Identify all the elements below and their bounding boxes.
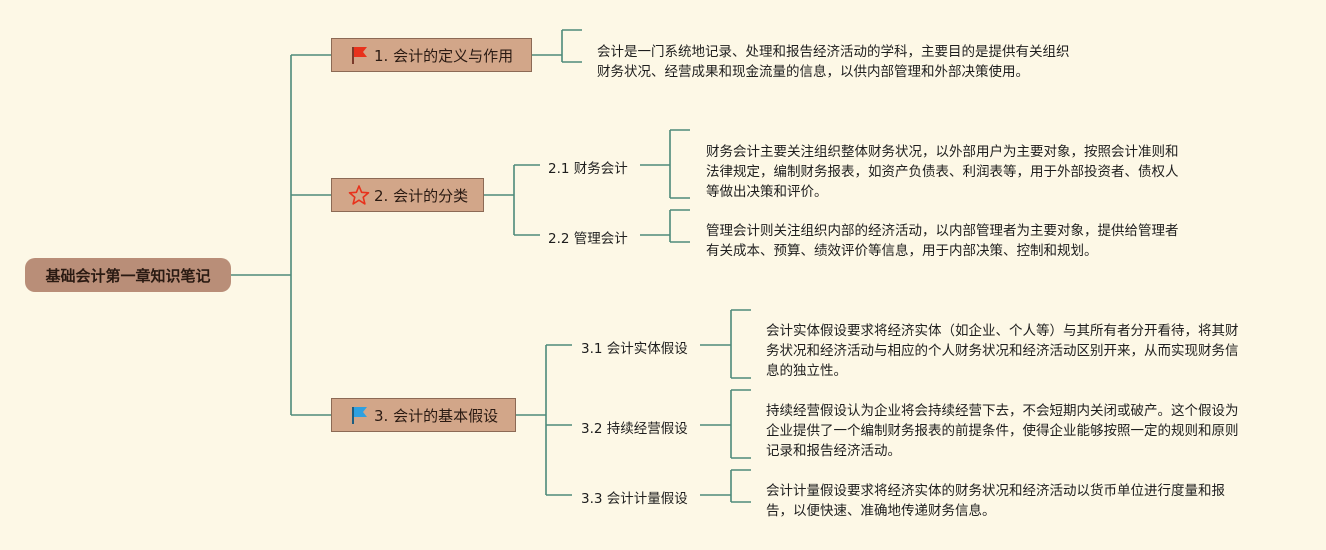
branch-definition[interactable]: 1. 会计的定义与作用 [331, 38, 532, 72]
root-topic[interactable]: 基础会计第一章知识笔记 [25, 258, 231, 292]
note-measurement-assumption: 会计计量假设要求将经济实体的财务状况和经济活动以货币单位进行度量和报 告，以便快… [766, 483, 1225, 519]
note-definition: 会计是一门系统地记录、处理和报告经济活动的学科，主要目的是提供有关组织 财务状况… [597, 44, 1070, 80]
sub-going-concern[interactable]: 3.2 持续经营假设 [581, 421, 688, 437]
root-title: 基础会计第一章知识笔记 [45, 266, 211, 285]
note-management-accounting: 管理会计则关注组织内部的经济活动，以内部管理者为主要对象，提供给管理者 有关成本… [706, 223, 1179, 259]
blue-flag-icon [348, 404, 370, 426]
branch-assumptions[interactable]: 3. 会计的基本假设 [331, 398, 516, 432]
branch-classification[interactable]: 2. 会计的分类 [331, 178, 484, 212]
sub-measurement-assumption[interactable]: 3.3 会计计量假设 [581, 491, 688, 507]
branch-label: 2. 会计的分类 [374, 186, 469, 205]
sub-management-accounting[interactable]: 2.2 管理会计 [548, 231, 628, 247]
note-entity-assumption: 会计实体假设要求将经济实体（如企业、个人等）与其所有者分开看待，将其财 务状况和… [766, 323, 1239, 379]
red-flag-icon [348, 44, 370, 66]
sub-financial-accounting[interactable]: 2.1 财务会计 [548, 161, 628, 177]
branch-label: 3. 会计的基本假设 [374, 406, 499, 425]
branch-label: 1. 会计的定义与作用 [374, 46, 514, 65]
note-financial-accounting: 财务会计主要关注组织整体财务状况，以外部用户为主要对象，按照会计准则和 法律规定… [706, 144, 1179, 200]
sub-entity-assumption[interactable]: 3.1 会计实体假设 [581, 341, 688, 357]
star-outline-icon [348, 184, 370, 206]
note-going-concern: 持续经营假设认为企业将会持续经营下去，不会短期内关闭或破产。这个假设为 企业提供… [766, 403, 1239, 459]
